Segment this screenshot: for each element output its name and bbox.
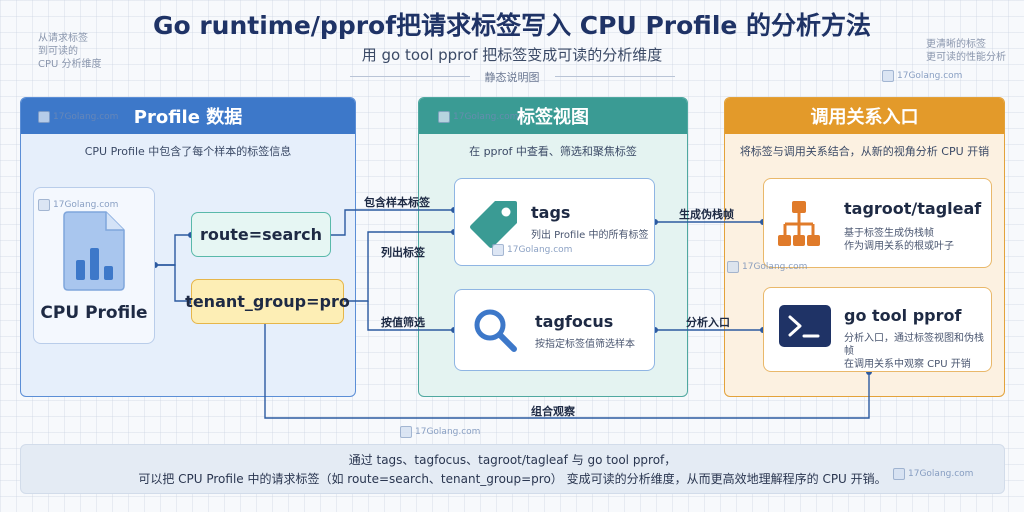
tags-title: tags [531,203,571,222]
watermark-logo-icon [882,70,894,82]
tagfocus-subtitle: 按指定标签值筛选样本 [535,339,635,350]
tags-card: tags 列出 Profile 中的所有标签 [454,178,655,266]
corner-note-right: 更清晰的标签 更可读的性能分析 [926,39,1006,63]
document-chart-icon [63,211,125,291]
edge-list-labels [344,231,454,302]
watermark: 17Golang.com [882,70,962,82]
summary-line-1: 通过 tags、tagfocus、tagroot/tagleaf 与 go to… [348,453,677,467]
watermark: 17Golang.com [492,244,572,256]
panel-callgraph-title: 调用关系入口 [725,98,1004,134]
tagroot-title: tagroot/tagleaf [844,199,982,218]
watermark: 17Golang.com [38,111,118,123]
summary-footer: 通过 tags、tagfocus、tagroot/tagleaf 与 go to… [20,444,1005,494]
edge-label-filter: 按值筛选 [381,316,425,329]
panel-profile-desc: CPU Profile 中包含了每个样本的标签信息 [84,145,292,158]
watermark: 17Golang.com [438,111,518,123]
edge-doc-route [155,234,191,266]
tagfocus-card: tagfocus 按指定标签值筛选样本 [454,289,655,371]
panel-callgraph-desc: 将标签与调用关系结合，从新的视角分析 CPU 开销 [739,145,990,158]
watermark: 17Golang.com [893,468,973,480]
pprof-title: go tool pprof [844,306,962,325]
pprof-subtitle: 分析入口，通过标签视图和伪栈帧 在调用关系中观察 CPU 开销 [844,333,984,370]
page-title: Go runtime/pprof把请求标签写入 CPU Profile 的分析方… [152,11,872,40]
divider-left [350,76,470,77]
tagroot-subtitle: 基于标签生成伪栈帧 作为调用关系的根或叶子 [844,228,954,252]
tag-icon [470,201,517,248]
edge-filter-by-value [367,301,454,331]
edge-label-include: 包含样本标签 [364,196,430,209]
search-icon [474,309,517,352]
tags-subtitle: 列出 Profile 中的所有标签 [531,230,649,241]
edge-doc-tenant [155,264,191,302]
edge-include-labels [331,209,454,236]
panel-tagview-title: 标签视图 [419,98,687,134]
label-tenant-group: tenant_group=pro [185,279,350,324]
panel-profile-title: Profile 数据 [21,98,355,134]
divider-right [555,76,675,77]
terminal-icon [779,305,831,347]
edge-label-entry: 分析入口 [686,316,730,329]
go-tool-pprof-card: go tool pprof 分析入口，通过标签视图和伪栈帧 在调用关系中观察 C… [763,287,992,372]
page-subtitle: 用 go tool pprof 把标签变成可读的分析维度 [361,46,663,64]
panel-tagview-desc: 在 pprof 中查看、筛选和聚焦标签 [469,145,637,158]
edge-combine-observe [264,324,870,419]
label-route-search: route=search [191,212,331,257]
hierarchy-icon [778,201,820,246]
watermark: 17Golang.com [727,261,807,273]
static-diagram-label: 静态说明图 [484,71,540,84]
edge-label-pseudo: 生成伪栈帧 [679,208,734,221]
tagfocus-title: tagfocus [535,312,614,331]
watermark: 17Golang.com [400,426,480,438]
watermark: 17Golang.com [38,199,118,211]
edge-label-list: 列出标签 [381,246,425,259]
corner-note-left: 从请求标签 到可读的 CPU 分析维度 [38,33,102,70]
cpu-profile-label: CPU Profile [40,303,148,323]
edge-label-combine: 组合观察 [531,405,575,418]
summary-line-2: 可以把 CPU Profile 中的请求标签（如 route=search、te… [138,472,887,486]
tagroot-tagleaf-card: tagroot/tagleaf 基于标签生成伪栈帧 作为调用关系的根或叶子 [763,178,992,268]
